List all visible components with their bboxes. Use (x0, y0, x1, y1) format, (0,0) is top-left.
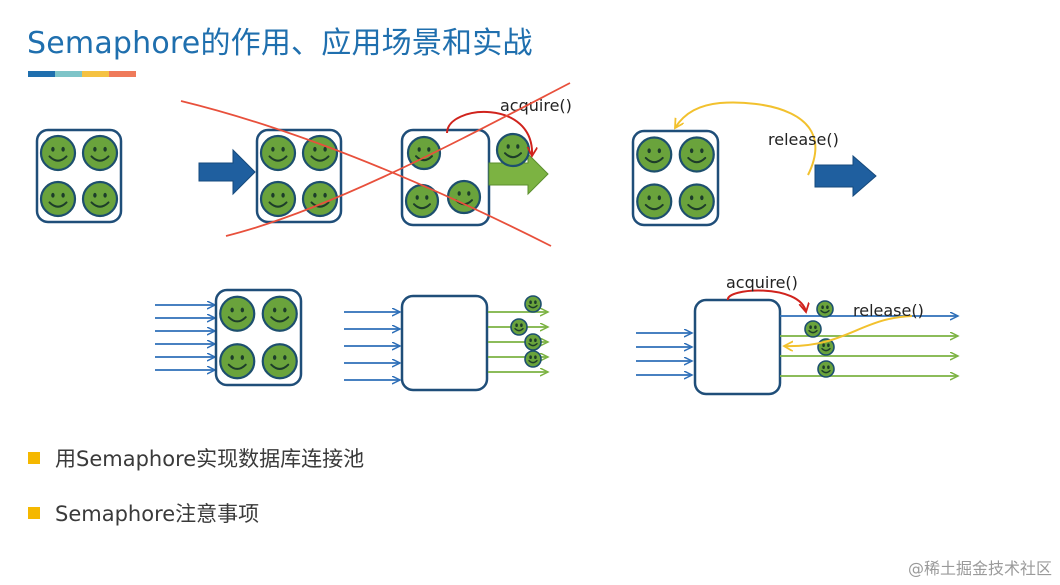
smiley-face-icon (39, 180, 77, 218)
panel-6-box (400, 294, 489, 392)
smiley-face-icon (678, 136, 715, 173)
panel-4-tokens (636, 136, 715, 220)
smiley-face-icon (39, 134, 77, 172)
panel-1-tokens (39, 134, 119, 218)
title-underline-seg-2 (55, 71, 82, 77)
smiley-face-icon (81, 180, 119, 218)
smiley-face-icon (804, 320, 822, 338)
smiley-face-icon (259, 180, 297, 218)
release-arrow (675, 101, 817, 176)
panel-7-tokens (804, 300, 835, 378)
release-label-top: release() (768, 130, 839, 149)
title-underline-seg-3 (82, 71, 109, 77)
smiley-face-icon (524, 333, 542, 351)
big-arrow-icon (198, 148, 256, 196)
smiley-face-icon (261, 343, 298, 380)
smiley-face-icon (524, 350, 542, 368)
smiley-face-icon (259, 134, 297, 172)
smiley-face-icon (446, 179, 482, 215)
smiley-face-icon (261, 295, 298, 332)
smiley-face-icon (636, 136, 673, 173)
acquire-arrow-bottom (727, 289, 806, 312)
panel-7-box (693, 298, 782, 396)
panel-7-incoming-lines (636, 333, 692, 375)
title-underline-seg-4 (109, 71, 136, 77)
smiley-face-icon (817, 360, 835, 378)
smiley-face-icon (636, 183, 673, 220)
bullet-text: 用Semaphore实现数据库连接池 (55, 447, 365, 471)
watermark: @稀土掘金技术社区 (907, 559, 1052, 578)
panel-5-incoming-lines (155, 305, 215, 370)
big-arrow-icon (814, 154, 877, 198)
smiley-face-icon (524, 295, 542, 313)
cross-line-1 (180, 100, 552, 247)
panel-6-incoming-lines (344, 312, 400, 380)
panel-5-tokens (219, 295, 298, 380)
title-underline (28, 71, 136, 77)
title-underline-seg-1 (28, 71, 55, 77)
smiley-face-icon (406, 135, 442, 171)
bullet-text: Semaphore注意事项 (55, 502, 260, 526)
acquire-arrow (446, 111, 532, 156)
smiley-face-icon (219, 343, 256, 380)
cross-line-2 (225, 82, 571, 237)
panel-7-outgoing-lines (780, 316, 958, 376)
smiley-face-icon (81, 134, 119, 172)
panel-6-tokens (510, 295, 542, 368)
bullet-marker (28, 507, 40, 519)
bullet-item-1: 用Semaphore实现数据库连接池 (28, 443, 364, 473)
smiley-face-icon (816, 300, 834, 318)
smiley-face-icon (510, 318, 528, 336)
acquire-label-top: acquire() (500, 96, 572, 115)
smiley-face-icon (678, 183, 715, 220)
smiley-face-icon (495, 132, 531, 168)
bullet-marker (28, 452, 40, 464)
release-arrow-bottom (784, 315, 913, 346)
smiley-face-icon (301, 134, 339, 172)
page-title: Semaphore的作用、应用场景和实战 (27, 26, 533, 61)
release-label-bottom: release() (853, 301, 924, 320)
acquire-label-bottom: acquire() (726, 273, 798, 292)
smiley-face-icon (219, 295, 256, 332)
bullet-item-2: Semaphore注意事项 (28, 498, 259, 528)
